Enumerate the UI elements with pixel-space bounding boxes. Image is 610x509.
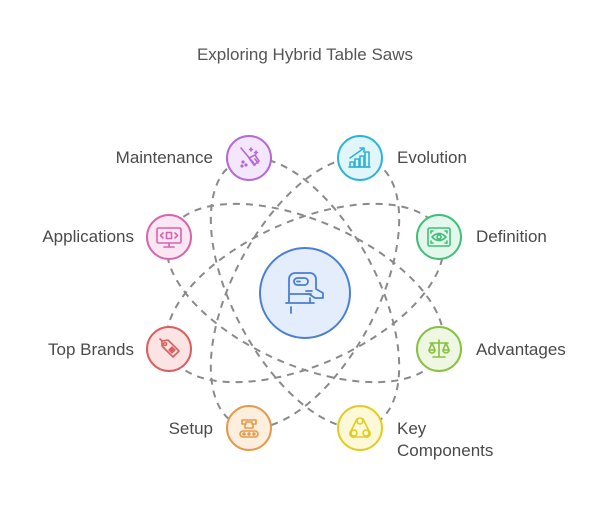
label-maintenance: Maintenance [115,148,213,167]
node-evolution[interactable] [337,135,383,181]
label-key-components: Key Components [397,418,493,462]
balance-scale-icon [428,339,450,358]
label-definition: Definition [476,227,547,246]
label-top-brands: Top Brands [48,340,134,359]
node-maintenance[interactable] [226,135,272,181]
robot-conveyor-icon [239,419,259,438]
diagram-title: Exploring Hybrid Table Saws [196,45,414,64]
node-key-components[interactable] [337,405,383,451]
label-advantages: Advantages [476,340,566,359]
center-node[interactable] [259,247,351,339]
label-key-components-line1: Key [397,419,427,438]
label-setup: Setup [168,419,213,438]
node-advantages[interactable] [416,326,462,372]
label-evolution: Evolution [397,148,467,167]
node-setup[interactable] [226,405,272,451]
label-key-components-line2: Components [397,441,494,460]
node-definition[interactable] [416,214,462,260]
node-applications[interactable] [146,214,192,260]
price-tag-icon [159,338,180,358]
node-top-brands[interactable] [146,326,192,372]
jigsaw-icon [285,272,324,314]
eye-frame-icon [427,227,451,247]
broom-sparkle-icon [240,147,261,168]
monitor-code-icon [156,227,182,248]
label-applications: Applications [42,227,134,246]
growth-chart-icon [348,147,371,168]
gear-belt-icon [349,417,371,438]
